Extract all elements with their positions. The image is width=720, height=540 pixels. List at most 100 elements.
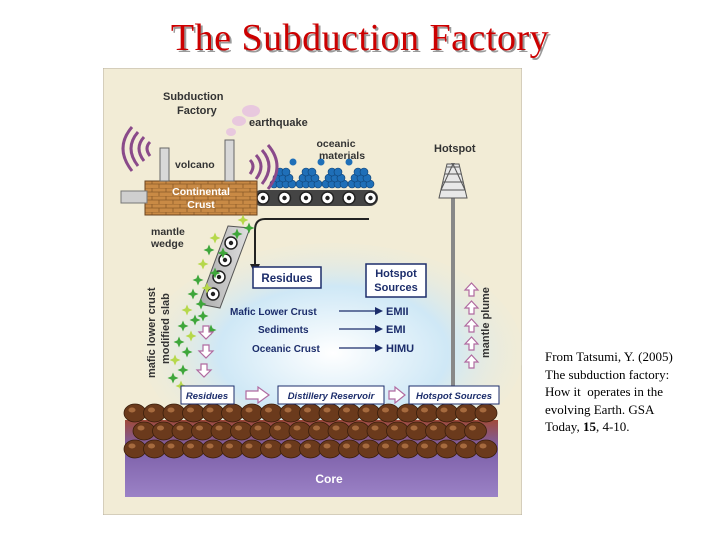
mantle-blob-highlight (284, 443, 292, 449)
mantle-blob-highlight (215, 425, 223, 431)
mantle-blob (221, 403, 244, 423)
mantle-blob (230, 421, 253, 441)
bottom-hotspot-sources-box (408, 385, 500, 405)
mantle-blob-highlight (362, 407, 370, 413)
oceanic-grain (345, 158, 353, 166)
mantle-blob-highlight (371, 425, 379, 431)
mantle-blob (279, 439, 303, 459)
mantle-wedge-label-2: wedge (150, 238, 184, 250)
caption-line-5-pre: Today, (545, 419, 583, 434)
mantle-blob-highlight (332, 425, 340, 431)
mantle-blob-highlight (440, 443, 448, 449)
mantle-blob (338, 403, 361, 423)
oceanic-label-1: oceanic (316, 138, 355, 150)
conveyor-belt (253, 190, 378, 206)
residue-flow-arrow (254, 218, 369, 266)
subducting-slab (198, 225, 251, 309)
bottom-hotspot-sources-label: Hotspot Sources (416, 391, 492, 402)
distillery-reservoir-label: Distillery Reservoir (288, 391, 376, 402)
mantle-blob (396, 403, 420, 423)
slab-fragment-star (209, 232, 221, 244)
conveyor-roller-hub (346, 195, 352, 201)
bottom-flow-arrows (245, 385, 406, 405)
distillery-reservoir-box (277, 385, 385, 405)
mantle-blob (123, 403, 147, 423)
subduction-factory-label-2: Factory (177, 105, 218, 117)
mantle-blob (435, 403, 459, 423)
mantle-blob-highlight (410, 425, 418, 431)
mantle-blob (347, 421, 370, 441)
mantle-blob (240, 403, 264, 423)
mantle-blob (357, 403, 381, 423)
mantle-blob-highlight (245, 407, 253, 413)
slab-label-1: mafic lower crust (146, 287, 158, 378)
mantle-blob (435, 439, 459, 459)
mantle-blob (338, 439, 361, 459)
mantle-blob-highlight (293, 425, 301, 431)
mantle-blob (152, 421, 175, 441)
slab-fragment-star (177, 364, 189, 376)
caption-line-5-post: , 4-10. (595, 419, 630, 434)
slab-fragment-star (201, 282, 213, 294)
mantle-blob-highlight (449, 425, 457, 431)
mantle-blob (123, 439, 147, 459)
mantle-blob-highlight (167, 407, 175, 413)
caption-volume: 15 (582, 419, 596, 434)
residues-box (252, 266, 322, 289)
mantle-blob (474, 439, 498, 459)
mantle-blob (474, 403, 498, 423)
hotspot-sources-box (365, 263, 427, 298)
factory-chimney (224, 139, 235, 182)
mantle-blob-highlight (254, 425, 262, 431)
mantle-blob-highlight (274, 425, 281, 431)
mantle-blob (318, 439, 342, 459)
mantle-blob (416, 439, 439, 459)
mantle-blob (162, 439, 186, 459)
mantle-blob (279, 403, 303, 423)
slab-label-2: modified slab (160, 293, 172, 364)
slab-fragment-star (177, 320, 189, 332)
volcano-waves (121, 126, 152, 172)
mantle-blob-highlight (343, 443, 350, 449)
pipe (120, 190, 148, 204)
mantle-blob-highlight (196, 425, 203, 431)
oceanic-grain (317, 158, 325, 166)
oceanic-grain (307, 167, 317, 177)
mantle-blob-highlight (304, 407, 311, 413)
mantle-blob (299, 403, 322, 423)
slab-fragment-star (185, 330, 197, 342)
mantle-blob-highlight (401, 443, 409, 449)
slab-fragment-star (237, 214, 249, 226)
mantle-blob-highlight (479, 443, 487, 449)
mantle-blob-highlight (343, 407, 350, 413)
core-label: Core (315, 472, 343, 486)
mantle-blob (143, 403, 166, 423)
slab-fragment-star (181, 304, 193, 316)
slab-fragment-star (203, 244, 215, 256)
mantle-blob (201, 439, 225, 459)
plume-arrow (463, 354, 480, 369)
deep-mantle-blobs (123, 403, 498, 459)
bottom-residues-label: Residues (186, 391, 228, 402)
mantle-blob-highlight (148, 443, 155, 449)
mantle-blob (327, 421, 351, 441)
mantle-blob-highlight (460, 443, 467, 449)
mantle-blob-highlight (128, 443, 136, 449)
sink-arrow (197, 344, 215, 359)
mantle-blob (269, 421, 292, 441)
mantle-blob (249, 421, 273, 441)
slab-fragment-star (231, 228, 243, 240)
mantle-blob-highlight (421, 443, 428, 449)
mantle-blob-highlight (401, 407, 409, 413)
himu-label: HIMU (386, 343, 414, 355)
mantle-blob-highlight (157, 425, 164, 431)
slab-sinking-arrows (195, 325, 215, 378)
mantle-blob (260, 439, 283, 459)
mantle-blob (366, 421, 390, 441)
mantle-blob-highlight (167, 443, 175, 449)
mantle-blob-highlight (245, 443, 253, 449)
mantle-blob-highlight (284, 407, 292, 413)
mantle-blob (182, 403, 205, 423)
mantle-blob (210, 421, 234, 441)
sediments-label: Sediments (258, 325, 309, 336)
